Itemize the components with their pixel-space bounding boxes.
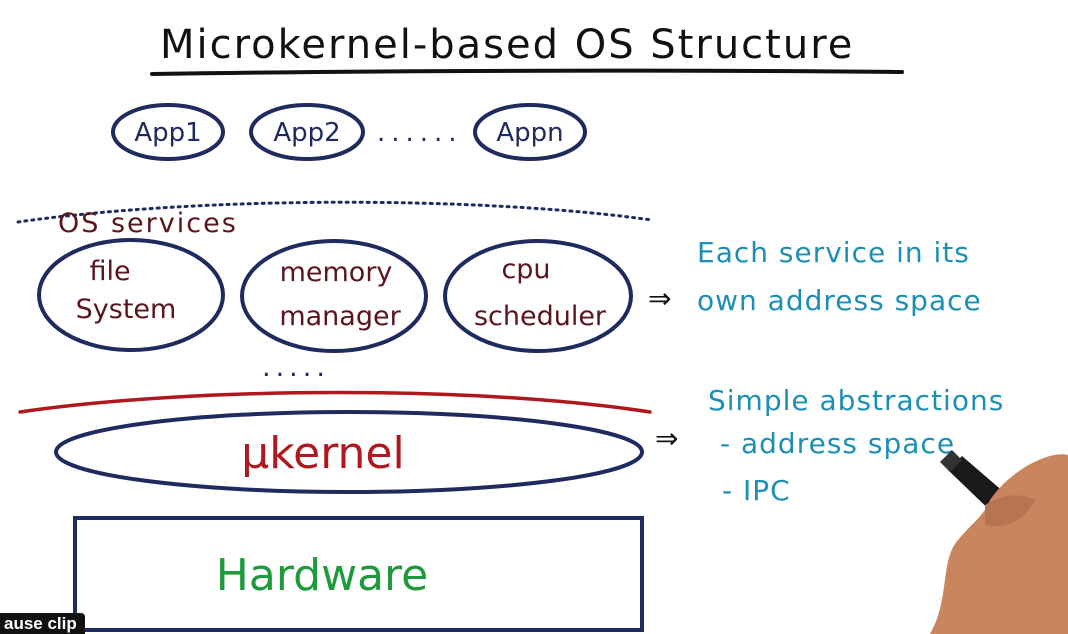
app-2-label: App2 (273, 118, 340, 148)
hardware-box (73, 516, 644, 632)
service-cpu-scheduler-line1: cpu (501, 254, 550, 285)
apps-ellipsis: ...... (377, 118, 463, 148)
service-file-system-line2: System (76, 294, 177, 325)
microkernel-ellipse (54, 410, 644, 494)
app-1: App1 (111, 103, 225, 161)
service-memory-manager-line1: memory (280, 257, 393, 288)
services-note-line2: own address space (697, 284, 982, 317)
app-1-ellipse (111, 103, 225, 161)
services-note-line1: Each service in its (697, 236, 970, 269)
service-file-system-ellipse (37, 238, 225, 352)
microkernel-label: μkernel (241, 428, 404, 479)
microkernel: μkernel (54, 410, 644, 494)
app-1-label: App1 (134, 118, 201, 148)
service-cpu-scheduler-ellipse (443, 239, 633, 353)
kernel-note-line1: Simple abstractions (708, 384, 1004, 417)
hand-skin (930, 454, 1068, 634)
kernel-arrow: ⇒ (655, 422, 679, 455)
service-memory-manager-line2: manager (279, 301, 401, 332)
hand-finger (985, 495, 1035, 527)
hardware: Hardware (73, 516, 644, 632)
service-cpu-scheduler-line2: scheduler (474, 301, 607, 332)
app-2: App2 (249, 103, 365, 161)
app-n-ellipse (473, 103, 587, 161)
services-more-ellipsis: ..... (262, 352, 330, 383)
service-file-system-line1: file (89, 256, 130, 287)
service-memory-manager: memory manager (240, 239, 428, 353)
marker-tip (940, 450, 962, 472)
kernel-note-line3: - IPC (722, 474, 791, 507)
service-cpu-scheduler: cpu scheduler (443, 239, 633, 353)
app-2-ellipse (249, 103, 365, 161)
pause-clip-button[interactable]: ause clip (0, 613, 85, 634)
hardware-label: Hardware (216, 550, 428, 601)
app-n: Appn (473, 103, 587, 161)
title-underline (150, 68, 904, 76)
kernel-note-line2: - address space (720, 427, 955, 460)
os-services-label: OS services (58, 208, 238, 239)
service-file-system: file System (37, 238, 225, 352)
presenter-hand (930, 450, 1068, 634)
service-memory-manager-ellipse (240, 239, 428, 353)
services-arrow: ⇒ (648, 282, 672, 315)
kernel-boundary-line (18, 390, 652, 414)
diagram-title: Microkernel-based OS Structure (160, 22, 854, 68)
os-services-boundary (16, 200, 654, 224)
app-n-label: Appn (496, 118, 563, 148)
